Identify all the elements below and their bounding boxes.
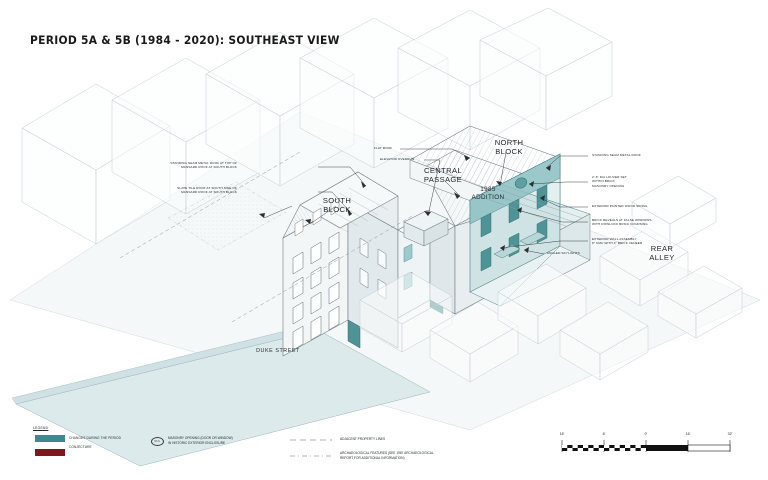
scale-tick-16-left: 16' [559,432,565,436]
annotation-angled-skylights: ANGLED SKYLIGHTS [547,251,580,255]
scale-tick-32: 32' [727,432,733,436]
legend-line-samples [290,439,332,457]
adjacent-property-lines [119,151,413,323]
scale-bar-graphic [561,440,731,452]
label-north-block: NORTH BLOCK [494,138,524,157]
legend-label-changes-during-period: CHANGES DURING THE PERIOD [69,436,122,440]
scale-tick-0: 0' [644,432,648,436]
addition-1985-massing [469,153,591,307]
legend: LEGEND CHANGES DURING THE PERIOD CONJECT… [33,426,673,472]
archaeological-feature-zone [167,181,287,251]
annotation-louver-set-in-brick-opening: 2'-6" DIA LOUVER SET WITHIN BRICK MASONR… [592,175,627,188]
annotation-standing-seam-metal-roof: STANDING SEAM METAL ROOF [592,153,641,157]
legend-swatch-conjecture [35,449,65,456]
annotation-elevator-overrun: ELEVATOR OVERRUN [380,157,415,161]
label-1985-addition: 1985 ADDITION [471,186,505,201]
rear-context-massing [359,175,743,383]
legend-label-adjacent-property-lines: ADJACENT PROPERTY LINES [340,437,386,441]
page-title: PERIOD 5A & 5B (1984 - 2020): SOUTHEAST … [30,33,340,47]
scale-tick-16-right: 16' [685,432,691,436]
annotation-slate-tile-roof-south-mansard: SLATE TILE ROOF AT SOUTH SIDE OF MANSARD… [177,186,237,195]
scale-bar: 16' 8' 0' 16' 32' [560,432,736,462]
annotation-exterior-wall-assembly: EXTERIOR WALL ASSEMBLY - 8" CMU WITH 4" … [592,237,643,246]
annotation-flat-roof: FLAT ROOF [374,146,393,150]
legend-title: LEGEND [33,426,49,430]
annotation-exterior-painted-wood-siding: EXTERIOR PAINTED WOOD SIDING [592,204,648,208]
legend-label-masonry-opening: MASONRY OPENING (DOOR OR WINDOW) IN HIST… [168,436,233,445]
label-rear-alley: REAR ALLEY [649,244,675,263]
annotation-standing-seam-metal-roof-top-mansard: STANDING SEAM METAL ROOF AT TOP OF MANSA… [170,161,237,170]
legend-label-conjecture: CONJECTURE [69,445,92,449]
scale-tick-8: 8' [602,432,606,436]
label-duke-street: DUKE STREET [256,348,300,354]
masonry-opening-symbol: M.O. [151,437,164,446]
annotation-leader-lines [263,148,588,255]
leader-arrowheads [259,155,551,253]
annotation-brick-reveals-false-windows: BRICK REVEALS AT FALSE WINDOWS WITH ROWL… [592,218,652,227]
label-central-passage: CENTRAL PASSAGE [423,166,463,185]
label-south-block: SOUTH BLOCK [322,196,352,215]
context-massing-ghost [21,7,613,245]
legend-label-archaeological-features: ARCHAEOLOGICAL FEATURES (SEE 1987 ARCHAE… [340,451,434,460]
legend-swatch-changes-during-period [35,435,65,442]
